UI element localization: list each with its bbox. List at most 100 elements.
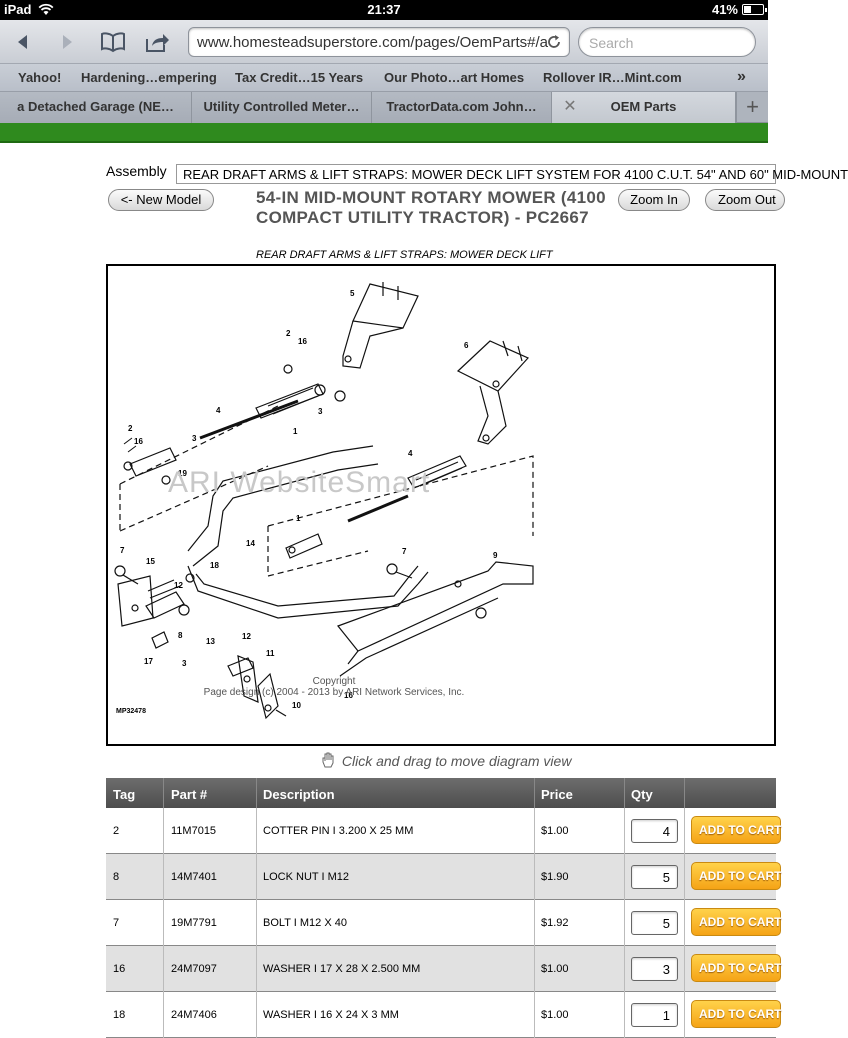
assembly-selected-value: REAR DRAFT ARMS & LIFT STRAPS: MOWER DEC… xyxy=(183,167,848,182)
row-description: WASHER I 16 X 24 X 3 MM xyxy=(263,1009,399,1021)
callout-2: 2 xyxy=(286,329,291,338)
add-to-cart-button[interactable]: ADD TO CART xyxy=(691,908,781,936)
hand-icon xyxy=(322,752,334,768)
callout-1: 1 xyxy=(296,514,301,523)
drag-hint: Click and drag to move diagram view xyxy=(320,752,571,769)
col-tag: Tag xyxy=(113,787,136,802)
quantity-input[interactable]: 1 xyxy=(631,1003,678,1027)
callout-9: 9 xyxy=(493,551,498,560)
draft-rod-4-upper xyxy=(199,399,299,440)
new-tab-button[interactable]: + xyxy=(736,92,768,123)
col-description: Description xyxy=(263,787,335,802)
close-tab-icon[interactable]: ✕ xyxy=(563,98,577,115)
row-price: $1.00 xyxy=(541,825,569,837)
callout-3: 3 xyxy=(182,659,187,668)
drag-hint-text: Click and drag to move diagram view xyxy=(341,753,572,769)
callout-3: 3 xyxy=(192,434,197,443)
yoke-1-left xyxy=(129,447,177,477)
quantity-input[interactable]: 3 xyxy=(631,957,678,981)
add-to-cart-button[interactable]: ADD TO CART xyxy=(691,816,781,844)
table-row: 16 24M7097 WASHER I 17 X 28 X 2.500 MM $… xyxy=(106,946,781,992)
forward-arrow-icon xyxy=(63,35,72,49)
reload-icon[interactable] xyxy=(545,33,563,51)
table-row: 7 19M7791 BOLT I M12 X 40 $1.92 5 ADD TO… xyxy=(106,900,781,946)
bookmark-link[interactable]: Our Photo…art Homes xyxy=(384,70,525,85)
row-price: $1.00 xyxy=(541,963,569,975)
col-part: Part # xyxy=(171,787,208,802)
table-row: 8 14M7401 LOCK NUT I M12 $1.90 5 ADD TO … xyxy=(106,854,781,900)
carrier-label: iPad xyxy=(4,2,32,17)
new-model-button[interactable]: <- New Model xyxy=(108,189,214,211)
callout-6: 6 xyxy=(464,341,469,350)
back-arrow-icon xyxy=(18,35,27,49)
col-price: Price xyxy=(541,787,573,802)
col-qty: Qty xyxy=(631,787,653,802)
callout-4: 4 xyxy=(216,406,221,415)
tab-bar: a Detached Garage (NE… Utility Controlle… xyxy=(0,92,768,123)
add-to-cart-button[interactable]: ADD TO CART xyxy=(691,1000,781,1028)
bookmark-link[interactable]: Rollover IR…Mint.com xyxy=(543,70,682,85)
tab-tractordata[interactable]: TractorData.com John… xyxy=(372,92,552,123)
parts-table: Tag Part # Description Price Qty 2 11M70… xyxy=(106,778,781,1038)
battery-icon xyxy=(742,4,767,15)
quantity-input[interactable]: 5 xyxy=(631,911,678,935)
search-input[interactable]: Search xyxy=(578,27,756,57)
callout-12: 12 xyxy=(242,632,251,641)
quantity-input[interactable]: 4 xyxy=(631,819,678,843)
diagram-code: MP32478 xyxy=(116,708,146,715)
callout-16: 16 xyxy=(344,691,353,700)
quantity-input[interactable]: 5 xyxy=(631,865,678,889)
callout-5: 5 xyxy=(350,289,355,298)
row-tag: 2 xyxy=(113,825,120,837)
callout-7: 7 xyxy=(120,546,125,555)
callout-1: 1 xyxy=(293,427,298,436)
callout-7: 7 xyxy=(402,547,407,556)
row-description: LOCK NUT I M12 xyxy=(263,871,349,883)
assembly-select[interactable]: REAR DRAFT ARMS & LIFT STRAPS: MOWER DEC… xyxy=(176,164,848,184)
callout-15: 15 xyxy=(146,557,155,566)
callout-8: 8 xyxy=(178,631,183,640)
bookmarks-button[interactable] xyxy=(98,28,128,56)
row-tag: 8 xyxy=(113,871,120,883)
bookmarks-overflow-icon[interactable]: » xyxy=(737,68,746,85)
model-title: 54-IN MID-MOUNT ROTARY MOWER (4100 COMPA… xyxy=(256,188,606,227)
callout-10: 10 xyxy=(292,701,301,710)
add-to-cart-button[interactable]: ADD TO CART xyxy=(691,862,781,890)
site-header-band xyxy=(0,123,768,143)
row-tag: 16 xyxy=(113,963,126,975)
row-tag: 7 xyxy=(113,917,120,929)
row-part-number: 24M7097 xyxy=(171,963,217,975)
lift-bracket-6 xyxy=(456,340,530,392)
search-placeholder: Search xyxy=(589,35,634,51)
row-price: $1.92 xyxy=(541,917,569,929)
add-to-cart-button[interactable]: ADD TO CART xyxy=(691,954,781,982)
zoom-out-button[interactable]: Zoom Out xyxy=(705,189,785,211)
zoom-in-button[interactable]: Zoom In xyxy=(618,189,690,211)
callout-19: 19 xyxy=(178,469,187,478)
copyright-line2: Page design (c) 2004 - 2013 by ARI Netwo… xyxy=(203,687,465,698)
row-part-number: 14M7401 xyxy=(171,871,217,883)
url-text: www.homesteadsuperstore.com/pages/OemPar… xyxy=(197,34,548,51)
clock: 21:37 xyxy=(367,2,401,17)
tab-oem-parts[interactable]: OEM Parts xyxy=(552,92,736,123)
callout-13: 13 xyxy=(206,637,215,646)
row-part-number: 24M7406 xyxy=(171,1009,217,1021)
bookmark-link[interactable]: Yahoo! xyxy=(18,70,62,85)
forward-button[interactable] xyxy=(52,28,82,56)
diagram-watermark: ARI WebsiteSmart xyxy=(168,466,431,499)
share-button[interactable] xyxy=(142,28,172,56)
tab-utility-meter[interactable]: Utility Controlled Meter… xyxy=(192,92,372,123)
wifi-icon xyxy=(38,3,54,15)
url-field[interactable]: www.homesteadsuperstore.com/pages/OemPar… xyxy=(188,27,570,57)
bookmark-link[interactable]: Hardening…empering xyxy=(81,70,217,85)
tab-detached-garage[interactable]: a Detached Garage (NE… xyxy=(0,92,192,123)
tab-label: TractorData.com John… xyxy=(386,99,537,114)
bookmarks-bar: Yahoo! Hardening…empering Tax Credit…15 … xyxy=(0,64,768,92)
row-description: COTTER PIN I 3.200 X 25 MM xyxy=(263,825,414,837)
back-button[interactable] xyxy=(8,28,38,56)
bookmark-link[interactable]: Tax Credit…15 Years xyxy=(235,70,364,85)
row-description: BOLT I M12 X 40 xyxy=(263,917,347,929)
tab-label: OEM Parts xyxy=(610,99,677,114)
callout-4: 4 xyxy=(408,449,413,458)
